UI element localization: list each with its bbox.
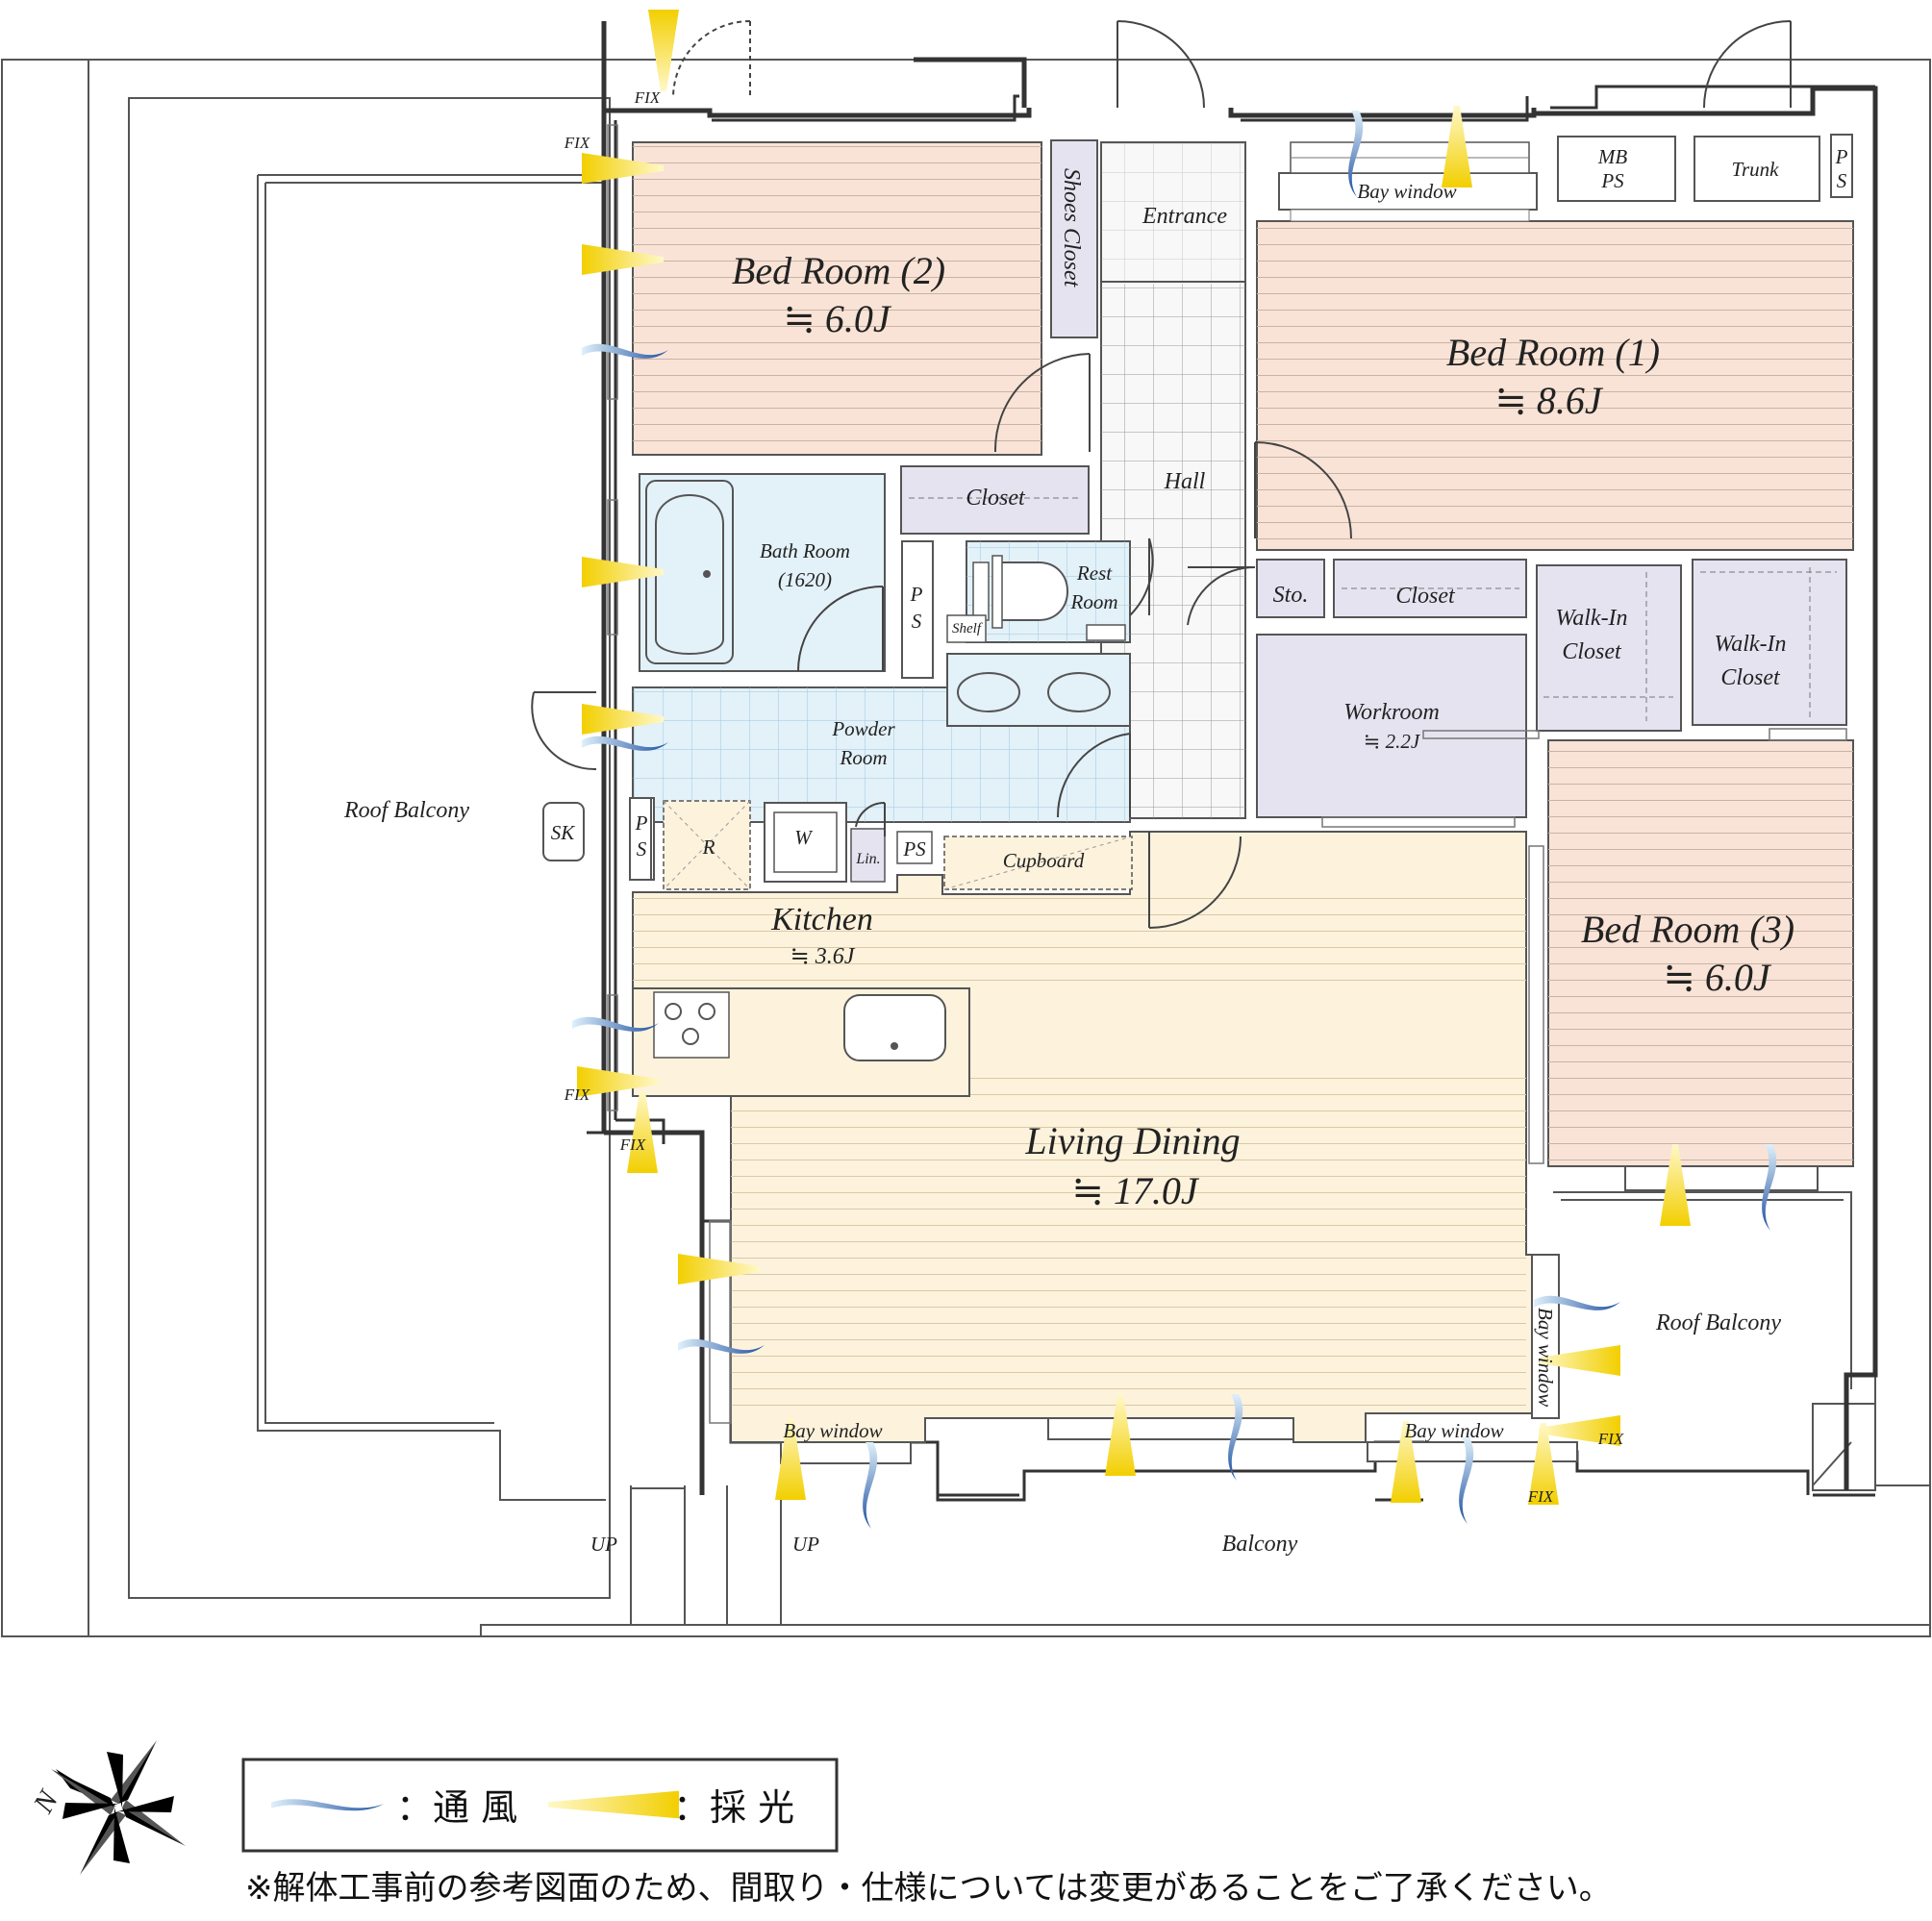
label-sk: SK xyxy=(551,821,576,844)
label-ps-left-1: P xyxy=(635,811,648,835)
exterior-walls xyxy=(601,21,1878,1495)
label-shoes-closet: Shoes Closet xyxy=(1059,168,1084,288)
label-bedroom2-area: ≒ 6.0J xyxy=(783,297,892,340)
label-up-right: UP xyxy=(792,1533,819,1556)
label-bedroom3-name: Bed Room (3) xyxy=(1581,908,1794,951)
mbps xyxy=(1557,136,1676,202)
trunk xyxy=(1694,136,1820,202)
label-closet-b: Closet xyxy=(1395,584,1456,609)
label-trunk: Trunk xyxy=(1731,158,1779,181)
room-labels: Bed Room (2) ≒ 6.0J Bed Room (1) ≒ 8.6J … xyxy=(551,145,1848,1212)
label-walkin-a-2: Closet xyxy=(1562,639,1622,664)
walk-in-closet-b xyxy=(1692,559,1847,726)
kitchen-fixtures xyxy=(632,797,1133,890)
label-fix-2: FIX xyxy=(564,134,590,152)
label-bay-window-top: Bay window xyxy=(1357,180,1456,203)
label-ps-mid-1: P xyxy=(910,583,923,606)
label-bedroom1-name: Bed Room (1) xyxy=(1446,331,1660,374)
label-powder-1: Powder xyxy=(831,717,895,740)
bathroom xyxy=(639,473,886,672)
label-r: R xyxy=(702,836,715,859)
disclaimer-note: ※解体工事前の参考図面のため、間取り・仕様については変更があることをご了承くださ… xyxy=(245,1869,1612,1908)
label-bedroom2-name: Bed Room (2) xyxy=(732,249,945,292)
sk xyxy=(542,802,585,861)
label-hall: Hall xyxy=(1164,469,1206,494)
label-walkin-a-1: Walk-In xyxy=(1555,606,1627,631)
label-lin: Lin. xyxy=(855,851,880,867)
shoes-closet xyxy=(1050,139,1098,338)
label-fix-6: FIX xyxy=(1527,1487,1554,1506)
label-rest-2: Room xyxy=(1070,590,1118,613)
label-bay-window-se: Bay window xyxy=(1404,1419,1503,1442)
workroom xyxy=(1256,634,1527,818)
label-bay-window-east: Bay window xyxy=(1534,1308,1557,1407)
living-dining xyxy=(632,831,1559,1443)
ps-mid xyxy=(901,540,934,679)
sto xyxy=(1256,559,1325,618)
window-labels: Bay window Bay window Bay window Bay win… xyxy=(564,88,1624,1506)
powder-room xyxy=(632,653,1131,823)
label-bay-window-sw: Bay window xyxy=(783,1419,882,1442)
label-kitchen-name: Kitchen xyxy=(770,902,873,937)
ps-left xyxy=(629,797,652,881)
label-fix-5: FIX xyxy=(1597,1430,1624,1448)
label-ps-left-2: S xyxy=(637,837,647,861)
label-w: W xyxy=(794,826,814,849)
label-ps-horizontal: PS xyxy=(902,837,926,861)
label-closet-a: Closet xyxy=(966,486,1026,511)
label-compass-north: N xyxy=(27,1784,65,1818)
bedroom-1 xyxy=(1256,220,1854,551)
label-sto: Sto. xyxy=(1273,583,1309,608)
label-cupboard: Cupboard xyxy=(1003,849,1085,872)
label-bedroom1-area: ≒ 8.6J xyxy=(1494,379,1604,422)
doors xyxy=(531,20,1792,929)
label-roof-balcony-west: Roof Balcony xyxy=(343,798,469,823)
label-bath-size: (1620) xyxy=(778,568,832,591)
kitchen-counter xyxy=(632,987,970,1097)
label-mbps-2: PS xyxy=(1600,169,1624,192)
outdoor-labels: Roof Balcony Roof Balcony Balcony UP UP xyxy=(343,798,1781,1557)
legend-ventilation: ：通 風 xyxy=(396,1786,517,1829)
label-workroom-area: ≒ 2.2J xyxy=(1364,730,1421,753)
ps-top xyxy=(1830,134,1853,198)
label-fix-1: FIX xyxy=(634,88,661,107)
label-living-name: Living Dining xyxy=(1024,1119,1240,1162)
bedroom-3 xyxy=(1547,739,1854,1167)
legend: ：通 風 ：採 光 xyxy=(241,1758,839,1853)
bedroom-2 xyxy=(632,141,1042,456)
label-walkin-b-2: Closet xyxy=(1720,665,1781,690)
label-workroom-name: Workroom xyxy=(1343,700,1440,725)
label-rest-1: Rest xyxy=(1076,561,1113,585)
label-entrance: Entrance xyxy=(1142,204,1227,229)
label-ps-mid-2: S xyxy=(912,610,922,633)
label-mbps-1: MB xyxy=(1597,145,1627,168)
label-roof-balcony-east: Roof Balcony xyxy=(1655,1310,1781,1335)
closet-bedroom2 xyxy=(900,465,1090,535)
label-powder-2: Room xyxy=(840,746,888,769)
label-ps-top-1: P xyxy=(1835,145,1848,168)
label-fix-3: FIX xyxy=(564,1085,590,1104)
bay-window-top xyxy=(1278,141,1538,222)
label-walkin-b-1: Walk-In xyxy=(1714,632,1786,657)
compass-icon xyxy=(51,1740,186,1875)
legend-lighting: ：採 光 xyxy=(673,1786,794,1829)
label-bath-name: Bath Room xyxy=(760,539,850,562)
label-bedroom3-area: ≒ 6.0J xyxy=(1663,956,1772,999)
rest-room xyxy=(946,540,1131,643)
walk-in-closet-a xyxy=(1536,564,1682,732)
label-up-left: UP xyxy=(590,1533,617,1556)
label-balcony: Balcony xyxy=(1222,1532,1298,1557)
label-kitchen-area: ≒ 3.6J xyxy=(790,944,856,969)
label-fix-4: FIX xyxy=(619,1135,646,1154)
label-living-area: ≒ 17.0J xyxy=(1071,1169,1200,1212)
label-shelf: Shelf xyxy=(952,621,983,636)
label-ps-top-2: S xyxy=(1837,169,1847,192)
